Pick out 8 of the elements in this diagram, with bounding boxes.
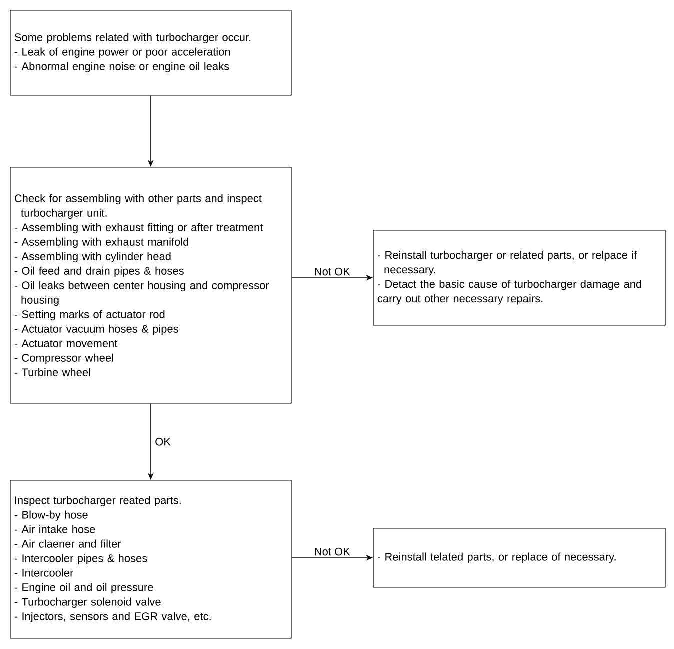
inspection-box: Check for assembling with other parts and inspect turbocharger unit. - Assembling with exhaust fitting or after treatment - Assembling with exhaust manifold - Assembling with cylinder head - Oil feed and drain pipes & hoses - Oil leaks between center housing and compressor housing - Setting marks of actuator rod - Actuator vacuum hoses & pipes - Actuator movement - Compressor wheel - Turbine wheel (10, 167, 292, 404)
action-box: · Reinstall telated parts, or replace of necessary. (373, 528, 666, 588)
edge-label: Not OK (313, 546, 352, 557)
action-box: · Reinstall turbocharger or related parts, or relpace if necessary. · Detact the basic cause of turbocharger damage and carry out other necessary repairs. (373, 230, 666, 326)
edge-label: OK (154, 437, 172, 447)
inspection-box: Inspect turbocharger reated parts. - Blow-by hose - Air intake hose - Air claener and filter - Intercooler pipes & hoses - Intercooler - Engine oil and oil pressure - Turbocharger solenoid valve - Injectors, sensors and EGR valve, etc. (10, 480, 292, 639)
problem-box: Some problems related with turbocharger occur. - Leak of engine power or poor acceleration - Abnormal engine noise or engine oil leaks (10, 10, 292, 96)
edge-label: Not OK (313, 266, 352, 277)
